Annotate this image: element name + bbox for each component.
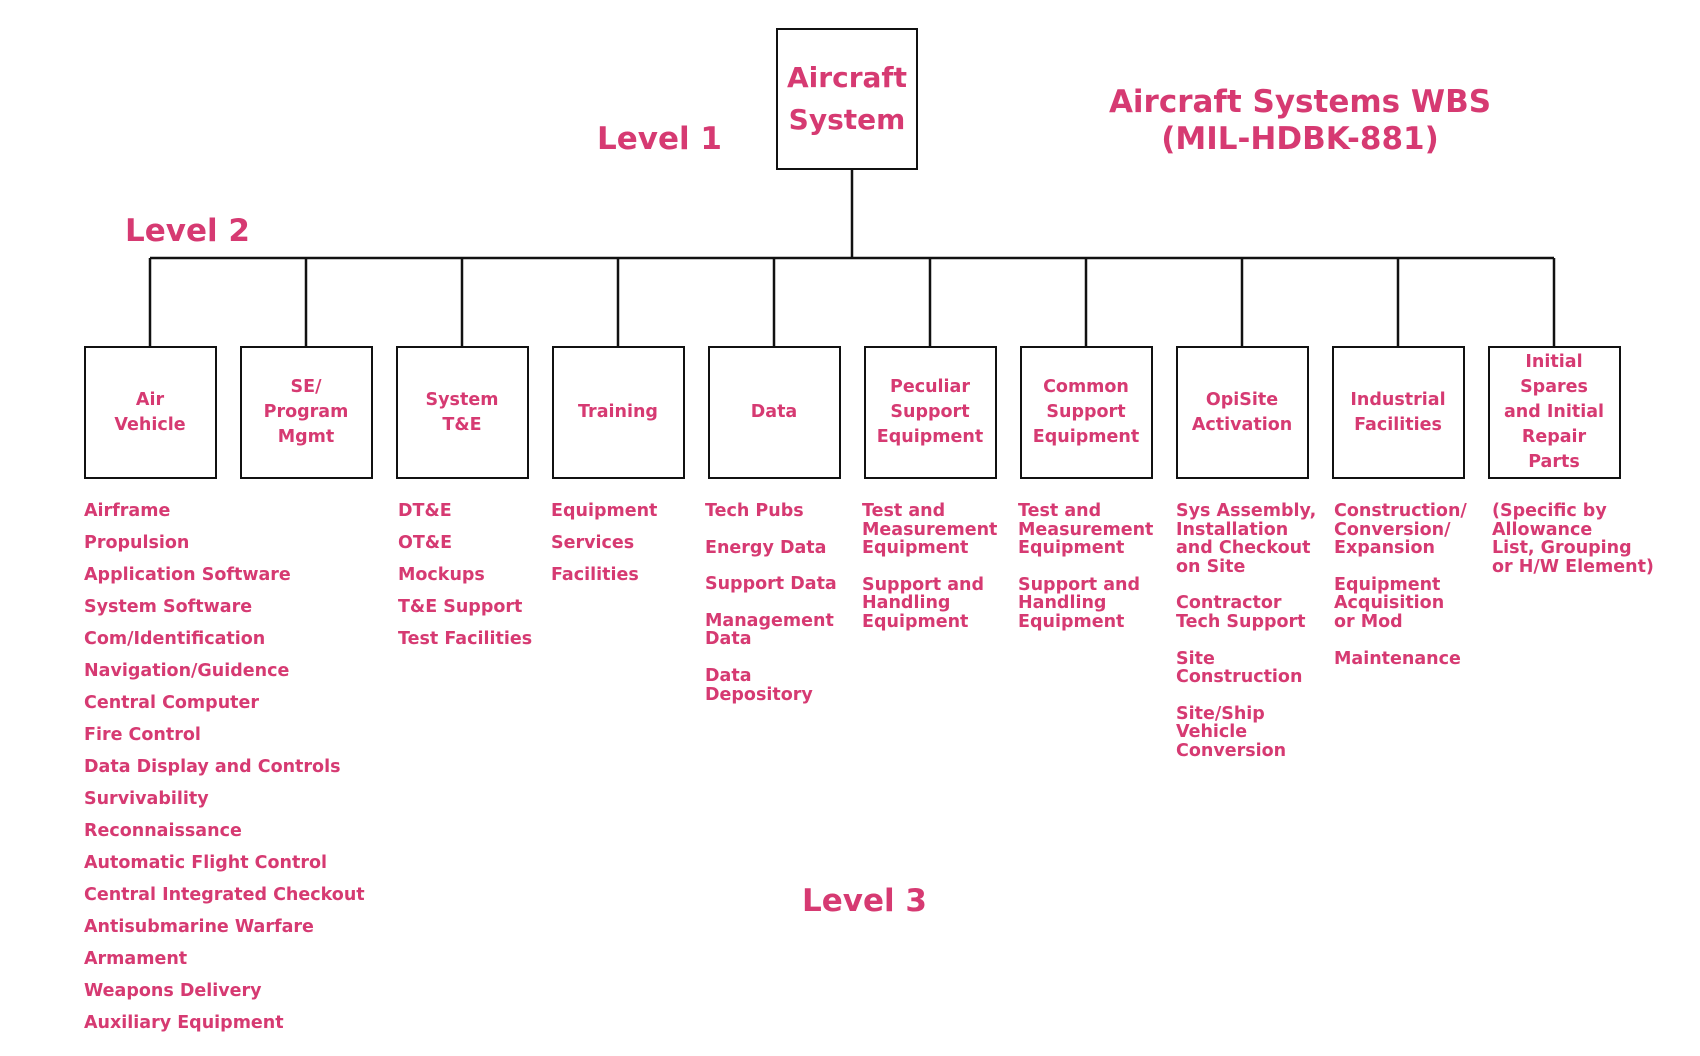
level-3-item: Armament bbox=[84, 949, 188, 969]
level-2-node: Industrial Facilities bbox=[1331, 346, 1465, 479]
level-2-node: Common Support Equipment bbox=[1019, 346, 1153, 479]
level-2-node-label: System T&E bbox=[425, 389, 499, 435]
level-3-item: Site/Ship Vehicle Conversion bbox=[1176, 703, 1287, 761]
level-2-node-label: Data bbox=[750, 402, 798, 422]
level-3-item: Construction/ Conversion/ Expansion bbox=[1334, 501, 1467, 559]
level-3-list: (Specific by Allowance List, Grouping or… bbox=[1492, 502, 1654, 594]
level-3-item: Maintenance bbox=[1334, 648, 1461, 669]
level-2-node: Initial Spares and Initial Repair Parts bbox=[1487, 346, 1621, 479]
level-2-node: Training bbox=[551, 346, 685, 479]
level-3-item: Reconnaissance bbox=[84, 821, 242, 841]
level-2-node: SE/ Program Mgmt bbox=[239, 346, 373, 479]
level-3-item: Support Data bbox=[705, 574, 837, 595]
level-1-label: Level 1 bbox=[597, 121, 722, 157]
level-3-list: Sys Assembly, Installation and Checkout … bbox=[1176, 502, 1316, 779]
title-line-2: (MIL-HDBK-881) bbox=[1161, 121, 1439, 157]
level-3-item: Management Data bbox=[705, 610, 834, 650]
level-3-item: Contractor Tech Support bbox=[1176, 593, 1306, 632]
level-2-node: Air Vehicle bbox=[83, 346, 217, 479]
level-3-item: DT&E bbox=[398, 501, 452, 521]
level-3-item: Auxiliary Equipment bbox=[84, 1013, 284, 1033]
level-2-node-label: Training bbox=[578, 402, 658, 422]
level-3-item: Site Construction bbox=[1176, 648, 1303, 688]
diagram-title: Aircraft Systems WBS (MIL-HDBK-881) bbox=[1050, 84, 1550, 158]
level-3-item: OT&E bbox=[398, 533, 453, 553]
level-3-item: Equipment Acquisition or Mod bbox=[1334, 574, 1445, 632]
level-2-node: OpiSite Activation bbox=[1175, 346, 1309, 479]
root-node-label: Aircraft System bbox=[787, 61, 907, 136]
level-3-item: Support and Handling Equipment bbox=[1018, 574, 1141, 632]
level-2-node-label: Initial Spares and Initial Repair Parts bbox=[1503, 352, 1605, 472]
level-2-node: Data bbox=[707, 346, 841, 479]
level-3-item: Com/Identification bbox=[84, 629, 266, 649]
level-3-item: Weapons Delivery bbox=[84, 981, 262, 1001]
level-3-item: Mockups bbox=[398, 565, 485, 585]
level-3-item: Propulsion bbox=[84, 533, 190, 553]
level-2-node: System T&E bbox=[395, 346, 529, 479]
level-2-node-label: Common Support Equipment bbox=[1032, 377, 1140, 447]
level-3-item: System Software bbox=[84, 597, 253, 617]
level-2-node-label: SE/ Program Mgmt bbox=[263, 377, 349, 447]
level-3-item: Antisubmarine Warfare bbox=[84, 917, 314, 937]
level-2-node: Peculiar Support Equipment bbox=[863, 346, 997, 479]
level-3-item: Facilities bbox=[551, 565, 639, 585]
level-2-node-label: Air Vehicle bbox=[114, 389, 186, 435]
level-3-item: Energy Data bbox=[705, 537, 827, 558]
level-3-item: Application Software bbox=[84, 565, 291, 585]
level-3-item: Test and Measurement Equipment bbox=[862, 501, 998, 559]
level-2-label: Level 2 bbox=[125, 213, 250, 249]
level-3-item: Navigation/Guidence bbox=[84, 661, 290, 681]
level-3-item: Data Display and Controls bbox=[84, 757, 341, 777]
level-3-item: Automatic Flight Control bbox=[84, 853, 328, 873]
level-3-item: Survivability bbox=[84, 789, 209, 809]
level-3-item: Data Depository bbox=[705, 665, 813, 705]
level-3-item: Airframe bbox=[84, 501, 171, 521]
root-node: Aircraft System bbox=[776, 28, 918, 170]
level-3-item: Sys Assembly, Installation and Checkout … bbox=[1176, 501, 1317, 577]
level-3-item: Central Computer bbox=[84, 693, 260, 713]
level-2-node-label: Peculiar Support Equipment bbox=[876, 377, 984, 447]
level-3-item: Fire Control bbox=[84, 725, 201, 745]
level-2-node-label: OpiSite Activation bbox=[1191, 389, 1293, 435]
level-3-item: Equipment bbox=[551, 501, 658, 521]
level-3-item: T&E Support bbox=[398, 597, 523, 617]
level-3-item: Tech Pubs bbox=[705, 501, 804, 521]
level-3-item: Test Facilities bbox=[398, 629, 533, 649]
level-2-node-label: Industrial Facilities bbox=[1350, 389, 1446, 435]
level-3-item: Test and Measurement Equipment bbox=[1018, 501, 1154, 559]
title-line-1: Aircraft Systems WBS bbox=[1108, 84, 1492, 120]
level-3-item: Central Integrated Checkout bbox=[84, 885, 365, 905]
level-3-item: (Specific by Allowance List, Grouping or… bbox=[1492, 501, 1654, 577]
level-3-item: Support and Handling Equipment bbox=[862, 574, 985, 632]
level-3-item: Services bbox=[551, 533, 635, 553]
level-3-label: Level 3 bbox=[802, 883, 927, 919]
